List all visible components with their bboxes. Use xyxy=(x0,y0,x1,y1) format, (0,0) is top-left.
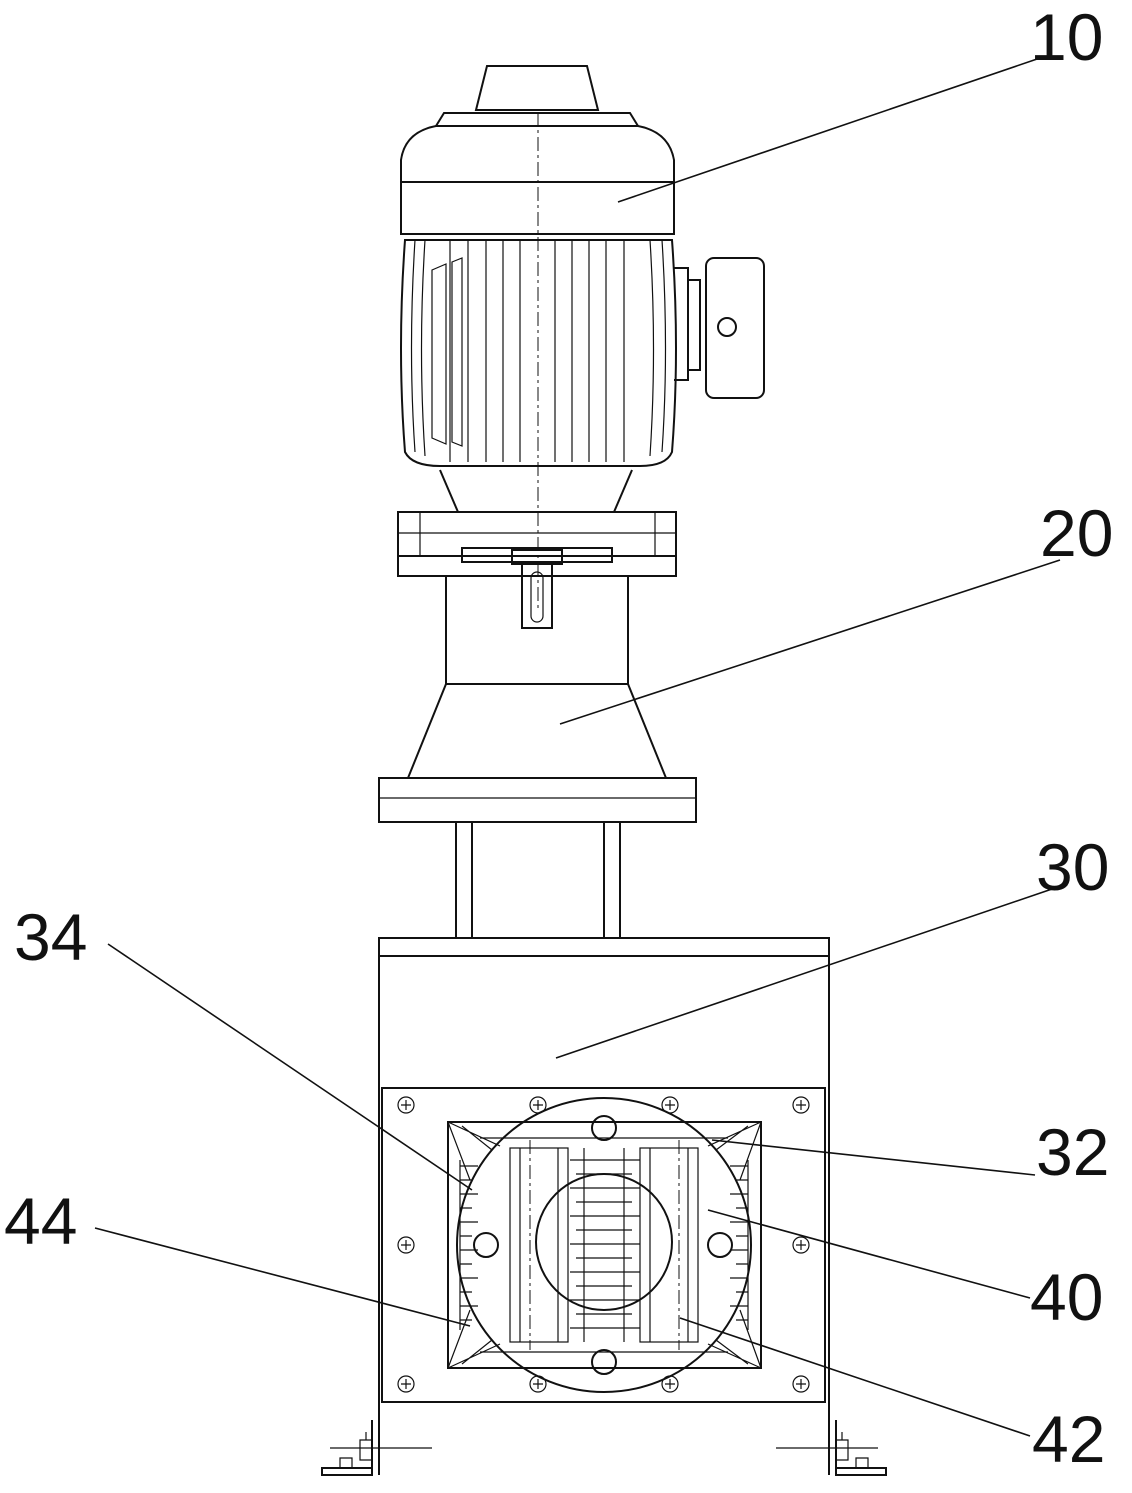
label-44: 44 xyxy=(4,1184,77,1258)
label-20: 20 xyxy=(1040,496,1113,570)
label-32: 32 xyxy=(1036,1115,1109,1189)
motor xyxy=(400,65,765,513)
label-34: 34 xyxy=(14,900,87,974)
reducer xyxy=(378,511,697,939)
cutting-chamber xyxy=(447,1097,762,1393)
leader-lines xyxy=(94,57,1061,1437)
label-40: 40 xyxy=(1030,1260,1103,1334)
label-10: 10 xyxy=(1030,0,1103,74)
label-42: 42 xyxy=(1032,1402,1105,1476)
housing xyxy=(321,937,887,1476)
label-30: 30 xyxy=(1036,830,1109,904)
